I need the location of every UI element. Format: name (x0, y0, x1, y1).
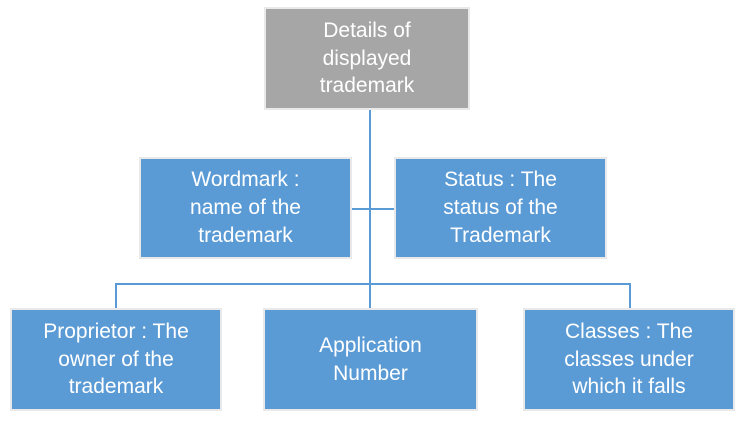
connector-drop-classes (629, 283, 631, 308)
node-wordmark: Wordmark : name of the trademark (139, 157, 352, 259)
node-proprietor: Proprietor : The owner of the trademark (10, 308, 222, 411)
node-application-number: Application Number (263, 308, 478, 411)
node-status: Status : The status of the Trademark (394, 157, 607, 259)
connector-wordmark-status (352, 208, 394, 210)
connector-bottom-distribution (115, 283, 631, 285)
connector-drop-proprietor (115, 283, 117, 308)
node-details-of-displayed-trademark: Details of displayed trademark (264, 7, 470, 110)
node-classes: Classes : The classes under which it fal… (523, 308, 735, 411)
